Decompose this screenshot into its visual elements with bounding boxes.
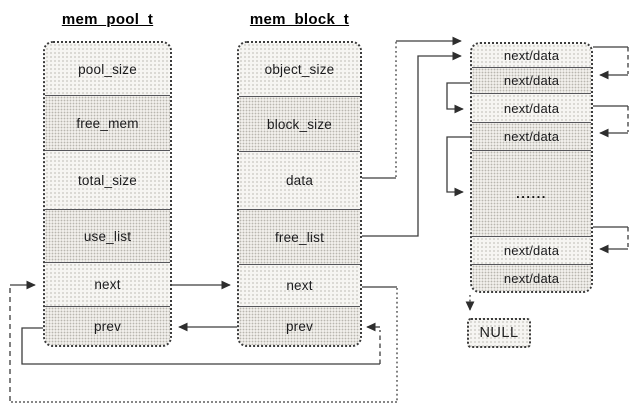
chunk-list-box: next/data next/data next/data next/data … <box>470 42 593 293</box>
pool-next-field: next <box>45 263 170 307</box>
arrow-freelist-to-chunks <box>362 51 462 237</box>
free-list-field: free_list <box>239 210 360 265</box>
chunk-cell: next/data <box>472 123 591 151</box>
block-prev-field: prev <box>239 307 360 345</box>
arrow-chunk4-to-ellipsis <box>446 136 470 197</box>
arrow-chunk1-to-chunk2 <box>593 46 629 80</box>
ellipsis-cell: ...... <box>472 151 591 237</box>
total-size-field: total_size <box>45 151 170 210</box>
chunk-cell: next/data <box>472 44 591 68</box>
chunk-cell: next/data <box>472 94 591 123</box>
chunk-cell: next/data <box>472 68 591 94</box>
block-struct-box: object_size block_size data free_list ne… <box>237 41 362 347</box>
pool-struct-box: pool_size free_mem total_size use_list n… <box>43 41 172 347</box>
block-next-field: next <box>239 265 360 307</box>
block-struct-title: mem_block_t <box>249 11 350 28</box>
arrow-data-to-chunks <box>362 36 462 179</box>
arrow-chunk3-to-chunk4 <box>593 105 629 138</box>
pool-prev-field: prev <box>45 307 170 345</box>
chunk-cell: next/data <box>472 265 591 291</box>
free-mem-field: free_mem <box>45 96 170 151</box>
block-size-field: block_size <box>239 97 360 152</box>
arrow-ellipsis-to-chunk5 <box>593 226 629 254</box>
chunk-cell: next/data <box>472 237 591 265</box>
null-terminator-box: NULL <box>467 318 531 348</box>
object-size-field: object_size <box>239 43 360 97</box>
pool-struct-title: mem_pool_t <box>61 11 154 28</box>
pool-size-field: pool_size <box>45 43 170 96</box>
data-field: data <box>239 152 360 210</box>
arrow-chunk2-to-chunk3 <box>446 82 470 114</box>
use-list-field: use_list <box>45 210 170 263</box>
